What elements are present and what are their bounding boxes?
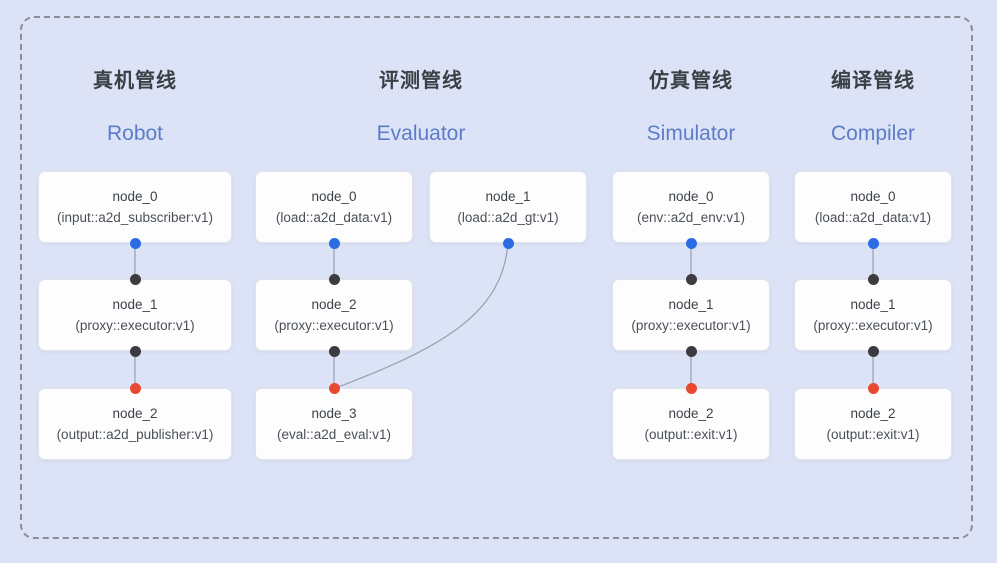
node-robot-2: node_2 (output::a2d_publisher:v1) bbox=[38, 388, 232, 460]
output-port-dot bbox=[502, 238, 514, 249]
node-simulator-1: node_1 (proxy::executor:v1) bbox=[612, 279, 770, 351]
node-simulator-2: node_2 (output::exit:v1) bbox=[612, 388, 770, 460]
node-name: node_2 bbox=[311, 297, 357, 312]
node-type: (output::a2d_publisher:v1) bbox=[56, 427, 214, 442]
node-type: (eval::a2d_eval:v1) bbox=[276, 427, 392, 442]
pipeline-title-cn-evaluator: 评测管线 bbox=[379, 70, 463, 92]
node-type: (proxy::executor:v1) bbox=[631, 318, 751, 333]
node-name: node_1 bbox=[850, 297, 896, 312]
input-port-dot bbox=[129, 273, 141, 285]
node-type: (load::a2d_data:v1) bbox=[275, 210, 393, 225]
node-type: (output::exit:v1) bbox=[826, 427, 920, 442]
pipeline-title-en-evaluator: Evaluator bbox=[376, 122, 466, 145]
node-compiler-2: node_2 (output::exit:v1) bbox=[794, 388, 952, 460]
output-port-dot bbox=[685, 346, 697, 357]
output-port-dot bbox=[328, 346, 340, 357]
node-name: node_1 bbox=[668, 297, 714, 312]
node-name: node_2 bbox=[668, 406, 714, 421]
node-type: (input::a2d_subscriber:v1) bbox=[56, 210, 214, 225]
node-name: node_0 bbox=[668, 189, 714, 204]
node-name: node_2 bbox=[850, 406, 896, 421]
output-port-dot bbox=[867, 346, 879, 357]
node-name: node_0 bbox=[311, 189, 357, 204]
pipeline-title-cn-robot: 真机管线 bbox=[93, 70, 177, 92]
node-type: (load::a2d_data:v1) bbox=[814, 210, 932, 225]
node-evaluator-0: node_0 (load::a2d_data:v1) bbox=[255, 171, 413, 243]
node-robot-0: node_0 (input::a2d_subscriber:v1) bbox=[38, 171, 232, 243]
input-port-dot bbox=[328, 382, 340, 394]
node-type: (proxy::executor:v1) bbox=[813, 318, 933, 333]
input-port-dot bbox=[129, 382, 141, 394]
node-name: node_0 bbox=[850, 189, 896, 204]
node-type: (load::a2d_gt:v1) bbox=[457, 210, 559, 225]
input-port-dot bbox=[685, 382, 697, 394]
edge-evaluator-node1-node3 bbox=[337, 243, 509, 388]
node-name: node_3 bbox=[311, 406, 357, 421]
node-simulator-0: node_0 (env::a2d_env:v1) bbox=[612, 171, 770, 243]
output-port-dot bbox=[129, 238, 141, 249]
output-port-dot bbox=[867, 238, 879, 249]
node-compiler-0: node_0 (load::a2d_data:v1) bbox=[794, 171, 952, 243]
input-port-dot bbox=[685, 273, 697, 285]
pipeline-title-en-simulator: Simulator bbox=[646, 122, 736, 145]
node-evaluator-3: node_3 (eval::a2d_eval:v1) bbox=[255, 388, 413, 460]
node-name: node_1 bbox=[112, 297, 158, 312]
node-type: (proxy::executor:v1) bbox=[274, 318, 394, 333]
node-type: (output::exit:v1) bbox=[644, 427, 738, 442]
node-name: node_2 bbox=[112, 406, 158, 421]
dashed-frame bbox=[20, 16, 973, 539]
pipeline-title-cn-simulator: 仿真管线 bbox=[649, 70, 733, 92]
output-port-dot bbox=[328, 238, 340, 249]
node-evaluator-2: node_2 (proxy::executor:v1) bbox=[255, 279, 413, 351]
node-name: node_0 bbox=[112, 189, 158, 204]
node-evaluator-1: node_1 (load::a2d_gt:v1) bbox=[429, 171, 587, 243]
input-port-dot bbox=[328, 273, 340, 285]
node-compiler-1: node_1 (proxy::executor:v1) bbox=[794, 279, 952, 351]
node-robot-1: node_1 (proxy::executor:v1) bbox=[38, 279, 232, 351]
output-port-dot bbox=[129, 346, 141, 357]
node-type: (env::a2d_env:v1) bbox=[636, 210, 746, 225]
node-type: (proxy::executor:v1) bbox=[75, 318, 195, 333]
output-port-dot bbox=[685, 238, 697, 249]
input-port-dot bbox=[867, 382, 879, 394]
node-name: node_1 bbox=[485, 189, 531, 204]
pipeline-title-en-compiler: Compiler bbox=[830, 122, 916, 145]
pipeline-title-cn-compiler: 编译管线 bbox=[831, 70, 915, 92]
pipeline-title-en-robot: Robot bbox=[106, 122, 164, 145]
input-port-dot bbox=[867, 273, 879, 285]
